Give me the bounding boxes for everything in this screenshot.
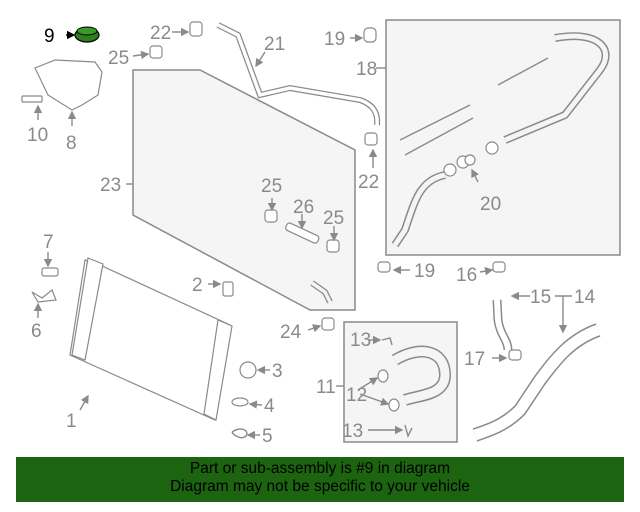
- callout-14[interactable]: 14: [574, 287, 596, 308]
- part-9-cap-highlighted[interactable]: [74, 26, 100, 43]
- callout-4[interactable]: 4: [264, 396, 275, 417]
- panel-18: [385, 19, 621, 256]
- callout-19b[interactable]: 19: [414, 261, 435, 282]
- callout-12[interactable]: 12: [346, 385, 367, 406]
- callout-8[interactable]: 8: [66, 133, 77, 154]
- callout-18[interactable]: 18: [356, 59, 377, 80]
- callout-23[interactable]: 23: [100, 175, 121, 196]
- callout-2[interactable]: 2: [192, 275, 203, 296]
- callout-10[interactable]: 10: [27, 125, 48, 146]
- parts-diagram: 9 22 25 21 19 18 10 8 22 23 20 25 26 25 …: [21, 19, 621, 447]
- callout-11[interactable]: 11: [316, 377, 336, 398]
- callout-25a[interactable]: 25: [108, 48, 129, 69]
- radiator: [69, 257, 233, 421]
- callout-3[interactable]: 3: [272, 361, 283, 382]
- panel-11: [343, 321, 458, 443]
- callout-13a[interactable]: 13: [350, 330, 371, 351]
- callout-26[interactable]: 26: [293, 197, 314, 218]
- callout-20[interactable]: 20: [480, 194, 501, 215]
- callout-22a[interactable]: 22: [150, 23, 171, 44]
- callout-22b[interactable]: 22: [358, 172, 379, 193]
- callout-25b[interactable]: 25: [261, 176, 282, 197]
- callout-19a[interactable]: 19: [324, 29, 345, 50]
- callout-25c[interactable]: 25: [323, 208, 344, 229]
- info-banner: Part or sub-assembly is #9 in diagram Di…: [16, 457, 624, 502]
- banner-line-2: Diagram may not be specific to your vehi…: [170, 478, 470, 495]
- coolant-reservoir: [34, 59, 103, 111]
- callout-16[interactable]: 16: [456, 265, 477, 286]
- banner-line-1: Part or sub-assembly is #9 in diagram: [189, 460, 451, 477]
- callout-17[interactable]: 17: [464, 349, 485, 370]
- panel-23: [132, 69, 356, 311]
- callout-21[interactable]: 21: [264, 34, 285, 55]
- callout-5[interactable]: 5: [262, 426, 273, 447]
- callout-9[interactable]: 9: [44, 26, 55, 47]
- callout-15[interactable]: 15: [530, 287, 551, 308]
- callout-1[interactable]: 1: [66, 411, 77, 432]
- callout-24[interactable]: 24: [280, 322, 302, 343]
- callout-6[interactable]: 6: [31, 321, 42, 342]
- callout-7[interactable]: 7: [43, 232, 54, 253]
- callout-13b[interactable]: 13: [342, 421, 363, 442]
